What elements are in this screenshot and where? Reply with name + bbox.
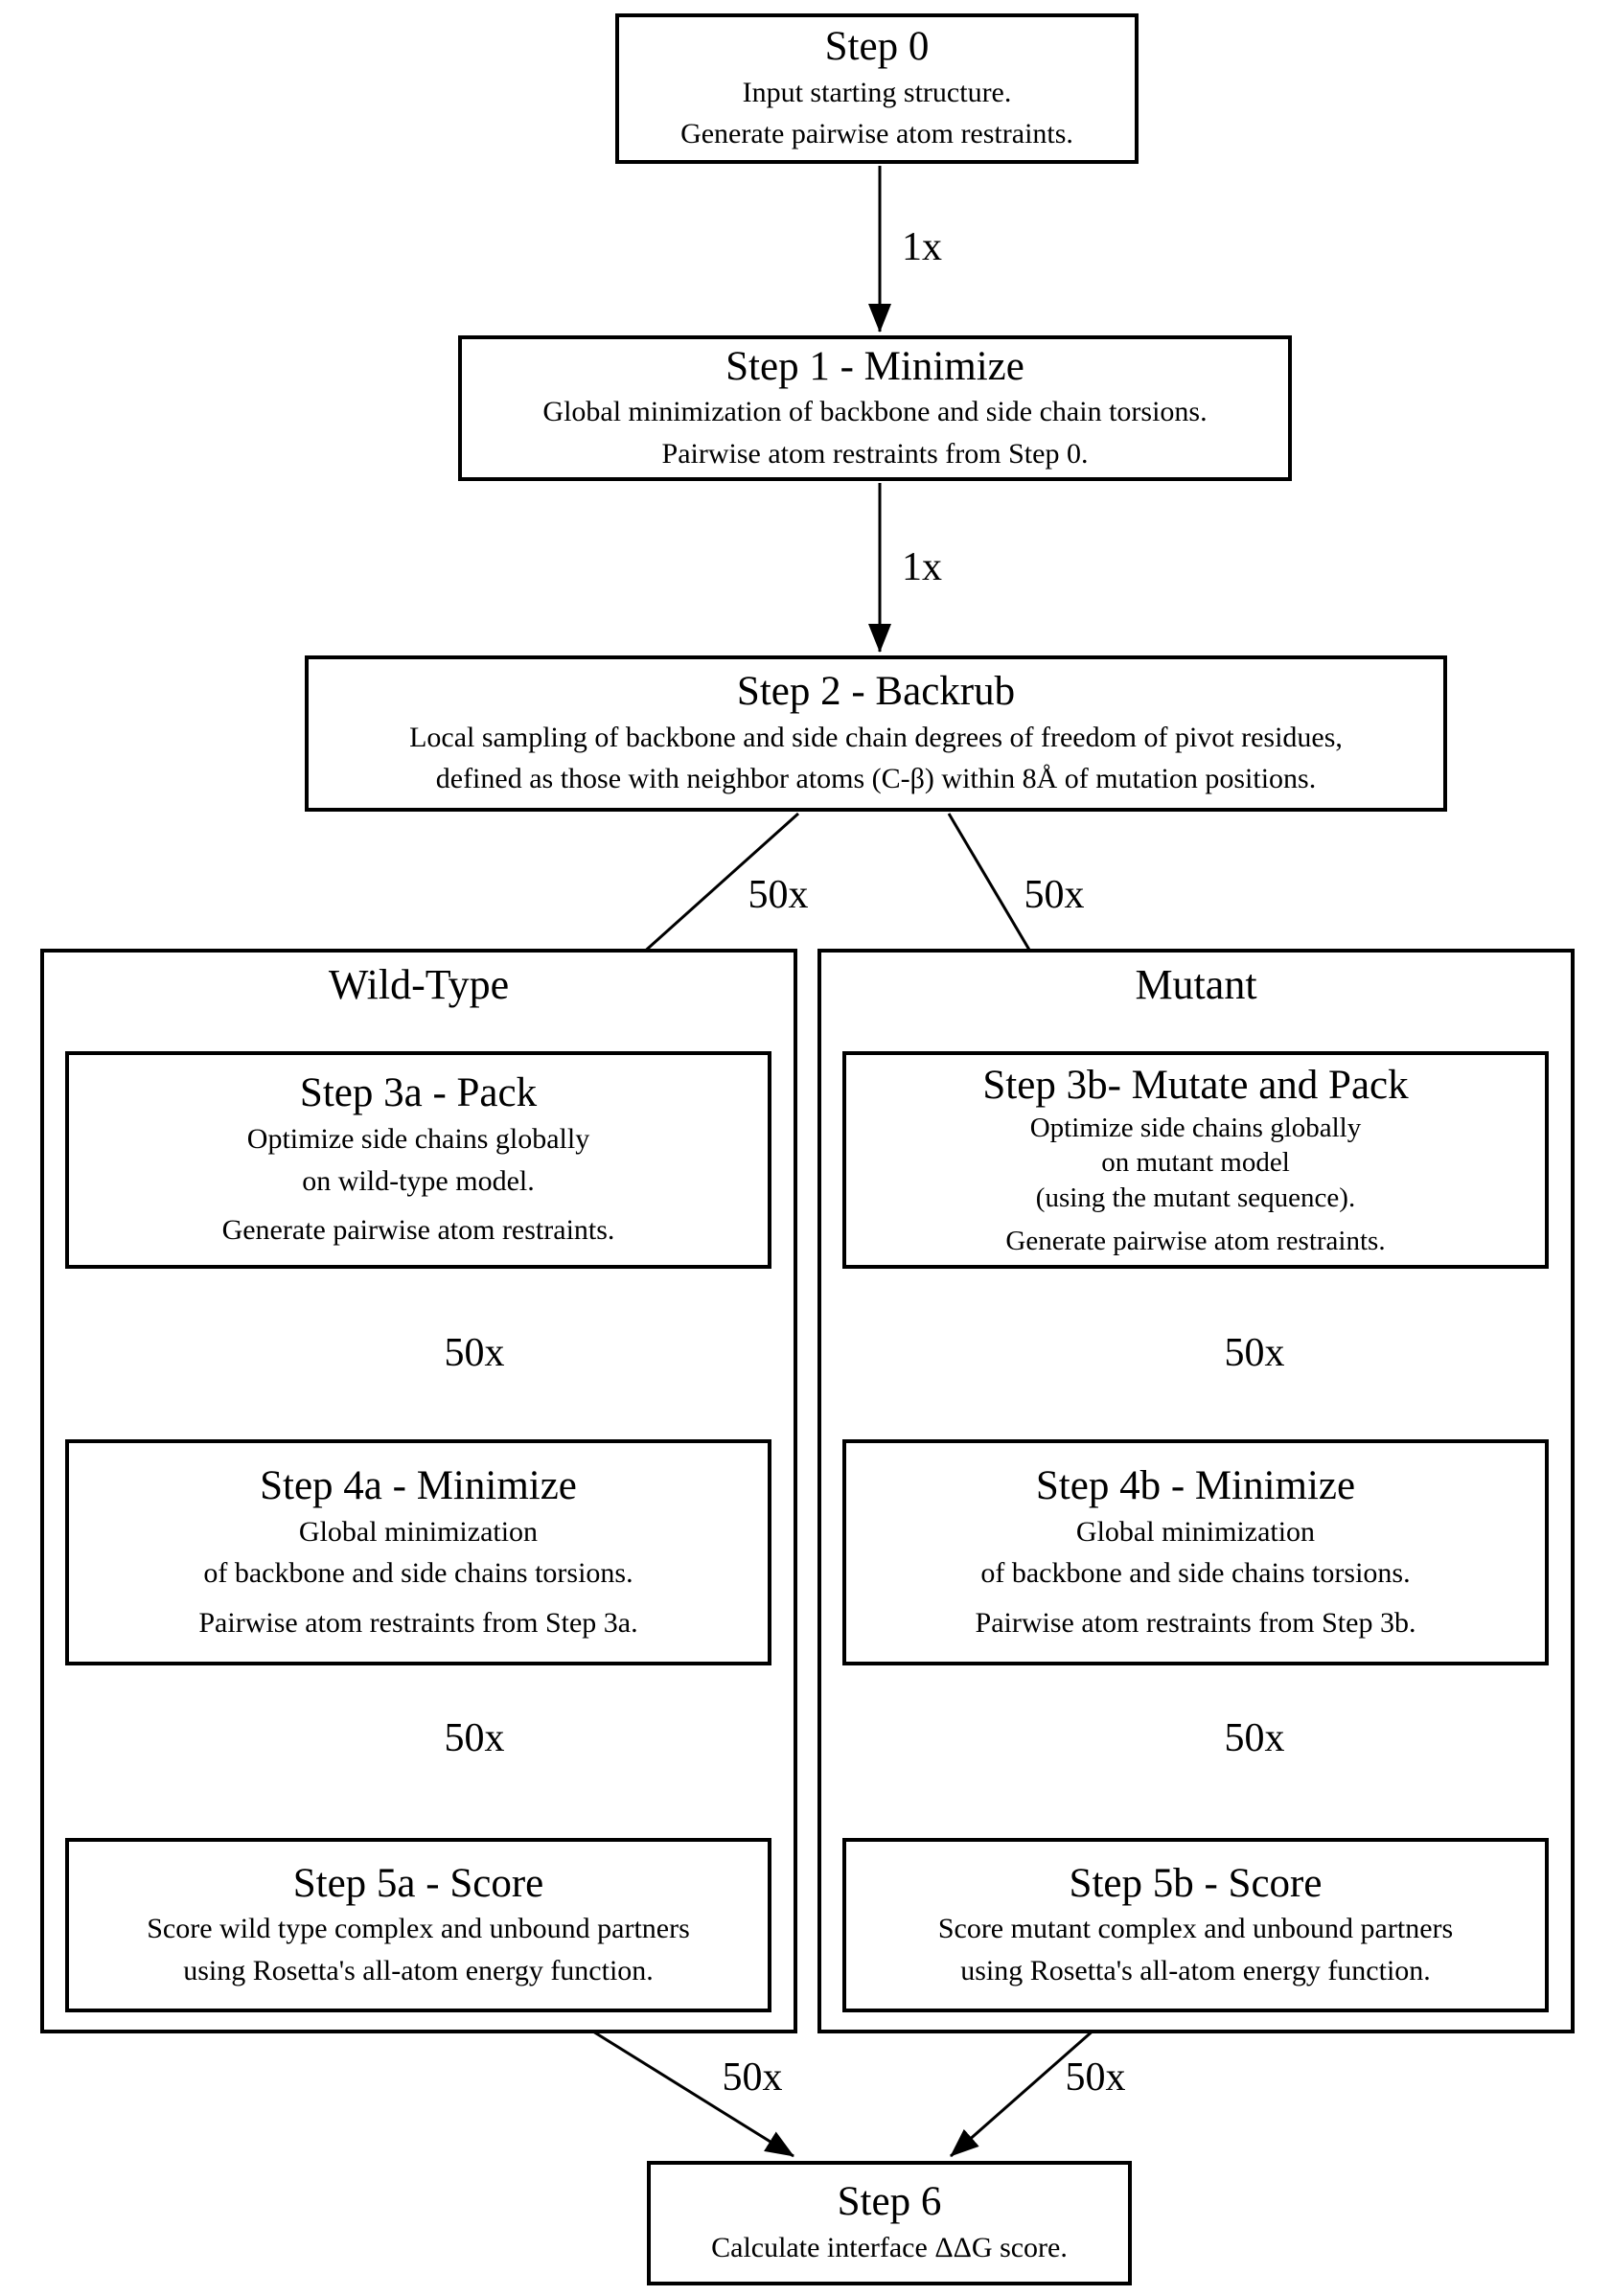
step4a-title: Step 4a - Minimize — [260, 1462, 577, 1508]
step2-box: Step 2 - Backrub Local sampling of backb… — [305, 655, 1447, 812]
step0-line: Input starting structure. — [742, 76, 1012, 108]
step3a-line: on wild-type model. — [302, 1164, 535, 1197]
step3a-title: Step 3a - Pack — [299, 1070, 538, 1116]
step6-box: Step 6 Calculate interface ΔΔG score. — [647, 2161, 1132, 2285]
step1-title: Step 1 - Minimize — [725, 343, 1024, 389]
edge-label-step2-step3b: 50x — [1024, 873, 1085, 917]
step4b-line: of backbone and side chains torsions. — [980, 1557, 1411, 1590]
step5a-line: Score wild type complex and unbound part… — [147, 1913, 690, 1945]
step3b-line: Optimize side chains globally — [1029, 1112, 1362, 1143]
step3b-box: Step 3b- Mutate and Pack Optimize side c… — [842, 1051, 1549, 1269]
step6-title: Step 6 — [837, 2179, 942, 2225]
mutant-group-title: Mutant — [1135, 961, 1257, 1008]
step4b-box: Step 4b - Minimize Global minimization o… — [842, 1439, 1549, 1665]
step3b-title: Step 3b- Mutate and Pack — [982, 1063, 1409, 1109]
step2-line: defined as those with neighbor atoms (C-… — [435, 763, 1317, 795]
arrow-step5b-step6 — [950, 2012, 1113, 2158]
step5b-title: Step 5b - Score — [1069, 1860, 1323, 1906]
step4b-line: Global minimization — [1075, 1515, 1316, 1548]
step3b-line: on mutant model — [1101, 1147, 1290, 1179]
step4b-line: Pairwise atom restraints from Step 3b. — [975, 1606, 1416, 1639]
step3b-line: (using the mutant sequence). — [1035, 1182, 1356, 1214]
step4a-box: Step 4a - Minimize Global minimization o… — [65, 1439, 771, 1665]
step0-line: Generate pairwise atom restraints. — [680, 118, 1073, 150]
step6-line: Calculate interface ΔΔG score. — [711, 2232, 1068, 2264]
step1-line: Pairwise atom restraints from Step 0. — [661, 437, 1089, 470]
step1-line: Global minimization of backbone and side… — [542, 396, 1208, 428]
step5a-line: using Rosetta's all-atom energy function… — [183, 1954, 654, 1986]
step2-line: Local sampling of backbone and side chai… — [409, 721, 1343, 753]
edge-label-step0-step1: 1x — [902, 225, 942, 269]
wild-type-group-title: Wild-Type — [328, 961, 510, 1008]
step5a-box: Step 5a - Score Score wild type complex … — [65, 1838, 771, 2012]
step5b-line: Score mutant complex and unbound partner… — [937, 1913, 1454, 1945]
step5a-title: Step 5a - Score — [292, 1860, 544, 1906]
step3a-line: Optimize side chains globally — [246, 1123, 590, 1156]
edge-label-step5a-step6: 50x — [722, 2055, 783, 2100]
step2-title: Step 2 - Backrub — [736, 669, 1016, 715]
step3a-line: Generate pairwise atom restraints. — [221, 1214, 615, 1247]
step5b-box: Step 5b - Score Score mutant complex and… — [842, 1838, 1549, 2012]
step0-box: Step 0 Input starting structure. Generat… — [615, 13, 1139, 164]
step3a-box: Step 3a - Pack Optimize side chains glob… — [65, 1051, 771, 1269]
edge-label-step3a-step4a: 50x — [444, 1331, 505, 1375]
step1-box: Step 1 - Minimize Global minimization of… — [458, 335, 1292, 481]
arrow-step5a-step6 — [564, 2012, 794, 2158]
edge-label-step2-step3a: 50x — [748, 873, 809, 917]
step4a-line: of backbone and side chains torsions. — [203, 1557, 633, 1590]
step0-title: Step 0 — [824, 24, 930, 70]
edge-label-step4a-step5a: 50x — [444, 1716, 505, 1760]
edge-label-step3b-step4b: 50x — [1224, 1331, 1285, 1375]
edge-label-step1-step2: 1x — [902, 545, 942, 589]
step5b-line: using Rosetta's all-atom energy function… — [960, 1954, 1431, 1986]
edge-label-step4b-step5b: 50x — [1224, 1716, 1285, 1760]
step3b-line: Generate pairwise atom restraints. — [1005, 1226, 1386, 1257]
step4a-line: Global minimization — [298, 1515, 539, 1548]
step4a-line: Pairwise atom restraints from Step 3a. — [198, 1606, 638, 1639]
step4b-title: Step 4b - Minimize — [1035, 1462, 1356, 1508]
edge-label-step5b-step6: 50x — [1065, 2055, 1126, 2100]
